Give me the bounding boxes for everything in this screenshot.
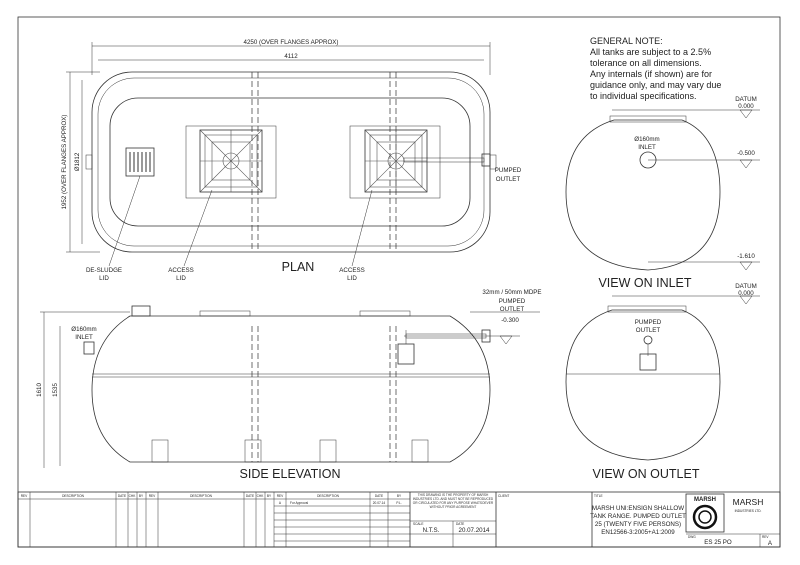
view-on-outlet: DATUM 0.000 PUMPED OUTLET VIEW ON OUTLET — [565, 283, 760, 481]
general-note-line-2: tolerance on all dimensions. — [590, 58, 702, 68]
general-note-line-3: Any internals (if shown) are for — [590, 69, 712, 79]
inlet-level-1: -0.500 — [737, 150, 755, 157]
general-note-line-4: guidance only, and may vary due — [590, 80, 721, 90]
plan-view: 4250 (OVER FLANGES APPROX) 4112 1952 (OV… — [61, 39, 522, 282]
inlet-datum-value: 0.000 — [738, 103, 754, 110]
view-inlet-title: VIEW ON INLET — [598, 276, 691, 290]
scale-label: SCALE — [413, 522, 423, 526]
rev-value: A — [768, 540, 773, 547]
body-length-dim: 4112 — [284, 53, 298, 60]
rev-header-11: REV — [277, 494, 284, 498]
access-label-1b: LID — [176, 275, 186, 282]
date-value: 20.07.2014 — [459, 527, 491, 534]
outlet-datum-value: 0.000 — [738, 290, 754, 297]
outlet-pump-label-2: OUTLET — [636, 327, 661, 334]
rev-header-5: BY — [139, 494, 144, 498]
dwg-value: ES 25 PO — [704, 539, 732, 546]
rev-row-by: P.L. — [396, 501, 401, 505]
elev-outlet-label-2: PUMPED — [499, 298, 526, 305]
rev-row-date: 20.07.14 — [373, 501, 386, 505]
general-note-line-5: to individual specifications. — [590, 91, 697, 101]
title-line-4: EN12566-3:2005+A1:2009 — [601, 529, 675, 536]
plan-outlet-label-2: OUTLET — [496, 176, 521, 183]
elev-inlet-pipe — [83, 341, 95, 355]
inlet-level-2: -1.610 — [737, 253, 755, 260]
access-label-2b: LID — [347, 275, 357, 282]
outlet-pump — [639, 353, 657, 371]
elev-inlet-label-1: Ø160mm — [71, 326, 96, 333]
height-invert-dim: 1535 — [52, 383, 59, 397]
marsh-logo — [685, 493, 725, 533]
rev-header-14: BY — [397, 494, 402, 498]
overall-length-dim: 4250 (OVER FLANGES APPROX) — [244, 39, 339, 46]
side-elevation: 32mm / 50mm MDPE PUMPED OUTLET -0.300 16… — [36, 289, 542, 481]
access-label-1a: ACCESS — [168, 267, 193, 274]
diameter-dim: Ø1812 — [74, 152, 81, 171]
rev-header-7: DESCRIPTION — [190, 494, 212, 498]
height-overall-dim: 1610 — [36, 383, 43, 397]
general-note-title: GENERAL NOTE: — [590, 36, 663, 46]
outlet-pump-label-1: PUMPED — [635, 319, 662, 326]
elev-inlet-label-2: INLET — [75, 334, 93, 341]
title-line-2: TANK RANGE. PUMPED OUTLET — [590, 513, 686, 520]
outlet-datum-label: DATUM — [735, 283, 757, 290]
scale-value: N.T.S. — [423, 527, 440, 534]
title-line-3: 25 (TWENTY FIVE PERSONS) — [595, 521, 681, 528]
rev-header-3: DATE — [118, 494, 126, 498]
elev-outlet-level: -0.300 — [501, 317, 519, 324]
rev-header-2: DESCRIPTION — [62, 494, 84, 498]
title-label: TITLE — [594, 494, 603, 498]
general-note: GENERAL NOTE: All tanks are subject to a… — [590, 36, 721, 101]
desludge-label-1: DE-SLUDGE — [86, 267, 122, 274]
logo-text: MARSH — [694, 497, 716, 503]
view-outlet-title: VIEW ON OUTLET — [593, 467, 700, 481]
client-label: CLIENT — [498, 494, 509, 498]
rev-row-desc: For Approval — [290, 501, 308, 505]
access-frame-1 — [185, 125, 277, 199]
rev-header-12: DESCRIPTION — [317, 494, 339, 498]
rev-header-10: BY — [267, 494, 272, 498]
rev-header-1: REV — [21, 494, 28, 498]
elevation-tank-body — [91, 315, 491, 463]
inlet-tank-section — [565, 119, 721, 271]
dwg-label: DWG — [688, 535, 696, 539]
rev-label: REV — [762, 535, 769, 539]
rev-header-9: CHK — [257, 494, 265, 498]
company-name: MARSH — [733, 497, 764, 507]
outlet-tank-section — [565, 309, 721, 461]
overall-width-dim: 1952 (OVER FLANGES APPROX) — [61, 115, 68, 210]
title-line-1: MARSH UNI:ENSIGN SHALLOW — [592, 505, 684, 512]
access-label-2a: ACCESS — [339, 267, 364, 274]
inlet-pipe-label-2: INLET — [638, 144, 656, 151]
desludge-label-2: LID — [99, 275, 109, 282]
rev-header-8: DATE — [246, 494, 254, 498]
side-elevation-title: SIDE ELEVATION — [240, 467, 341, 481]
inlet-pipe-label-1: Ø160mm — [634, 136, 659, 143]
plan-title: PLAN — [282, 260, 315, 274]
inlet-datum-label: DATUM — [735, 96, 757, 103]
rev-header-4: CHK — [129, 494, 137, 498]
rev-header-6: REV — [149, 494, 156, 498]
title-block: REV DESCRIPTION DATE CHK BY REV DESCRIPT… — [17, 491, 781, 548]
copyright-notice: THIS DRAWING IS THE PROPERTY OF MARSH IN… — [412, 493, 494, 509]
plan-outlet-label-1: PUMPED — [495, 167, 522, 174]
elev-outlet-label-3: OUTLET — [500, 306, 525, 313]
view-on-inlet: DATUM 0.000 Ø160mm INLET -0.500 -1.610 V… — [565, 96, 760, 290]
date-label: DATE — [456, 522, 464, 526]
company-suffix: INDUSTRIES LTD. — [735, 509, 762, 513]
plan-outlet-pipe — [403, 157, 485, 163]
rev-header-13: DATE — [375, 494, 383, 498]
general-note-line-1: All tanks are subject to a 2.5% — [590, 47, 711, 57]
rev-row-rev: A — [279, 501, 282, 505]
elev-outlet-label-1: 32mm / 50mm MDPE — [482, 289, 541, 296]
pump — [397, 343, 415, 365]
